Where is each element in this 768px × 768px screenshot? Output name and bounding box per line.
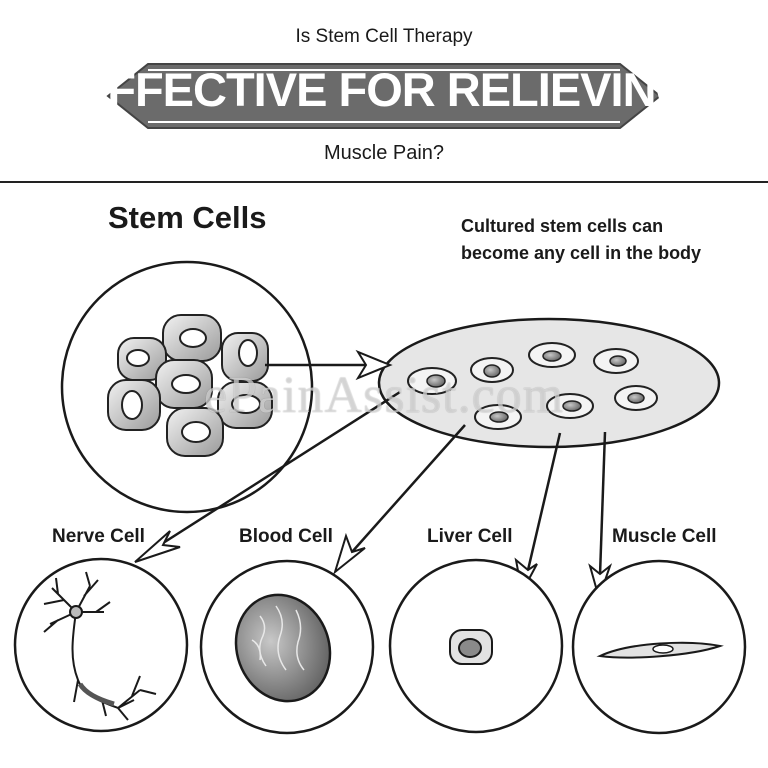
- culture-caption: Cultured stem cells can become any cell …: [461, 216, 702, 263]
- cultured-cell: [470, 357, 514, 383]
- header-question-top: Is Stem Cell Therapy: [295, 26, 473, 47]
- label-nerve-cell: Nerve Cell: [52, 526, 145, 547]
- cultured-cell: [546, 393, 594, 419]
- arrow-to-nerve: [159, 390, 401, 547]
- cultured-cell: [407, 367, 457, 395]
- header-divider: [0, 181, 768, 183]
- muscle-cell-panel: [571, 559, 747, 735]
- label-liver-cell: Liver Cell: [427, 526, 513, 547]
- nerve-cell-illustration: [43, 571, 157, 721]
- title-banner: [106, 63, 662, 129]
- nerve-cell-body: [69, 605, 83, 619]
- blood-cell-panel: [199, 559, 375, 735]
- label-blood-cell: Blood Cell: [239, 526, 333, 547]
- header-question-bottom: Muscle Pain?: [323, 142, 445, 164]
- culture-dish: [377, 317, 721, 449]
- arrowhead: [588, 563, 613, 602]
- liver-cell-panel: [388, 558, 564, 734]
- cultured-cell: [614, 385, 658, 411]
- watermark: ePainAssist.com: [203, 367, 565, 424]
- nerve-cell-panel: [13, 557, 189, 733]
- stem-cell: [221, 332, 269, 382]
- cultured-cell: [528, 342, 576, 368]
- cultured-cell: [593, 348, 639, 374]
- stem-cell: [162, 314, 222, 362]
- arrow-to-muscle: [598, 431, 607, 576]
- banner-title: EFFECTIVE FOR RELIEVING: [76, 63, 692, 116]
- blood-cell-texture: [251, 605, 305, 671]
- diagram-title: Stem Cells: [108, 200, 267, 235]
- stem-cell-cluster: [60, 260, 314, 514]
- arrowhead: [333, 532, 366, 575]
- stem-cell: [166, 407, 224, 457]
- liver-cell-nucleus: [458, 638, 482, 658]
- stem-cell: [107, 379, 161, 431]
- blood-cell-illustration: [234, 593, 332, 703]
- arrowhead: [134, 530, 181, 563]
- arrowhead: [355, 349, 393, 381]
- cultured-cell: [474, 404, 522, 430]
- arrow-to-blood: [351, 424, 466, 553]
- arrows: [134, 349, 613, 602]
- arrow-to-liver: [526, 432, 562, 571]
- label-muscle-cell: Muscle Cell: [612, 526, 717, 547]
- muscle-cell-nucleus: [652, 644, 674, 654]
- stem-cell: [217, 381, 273, 429]
